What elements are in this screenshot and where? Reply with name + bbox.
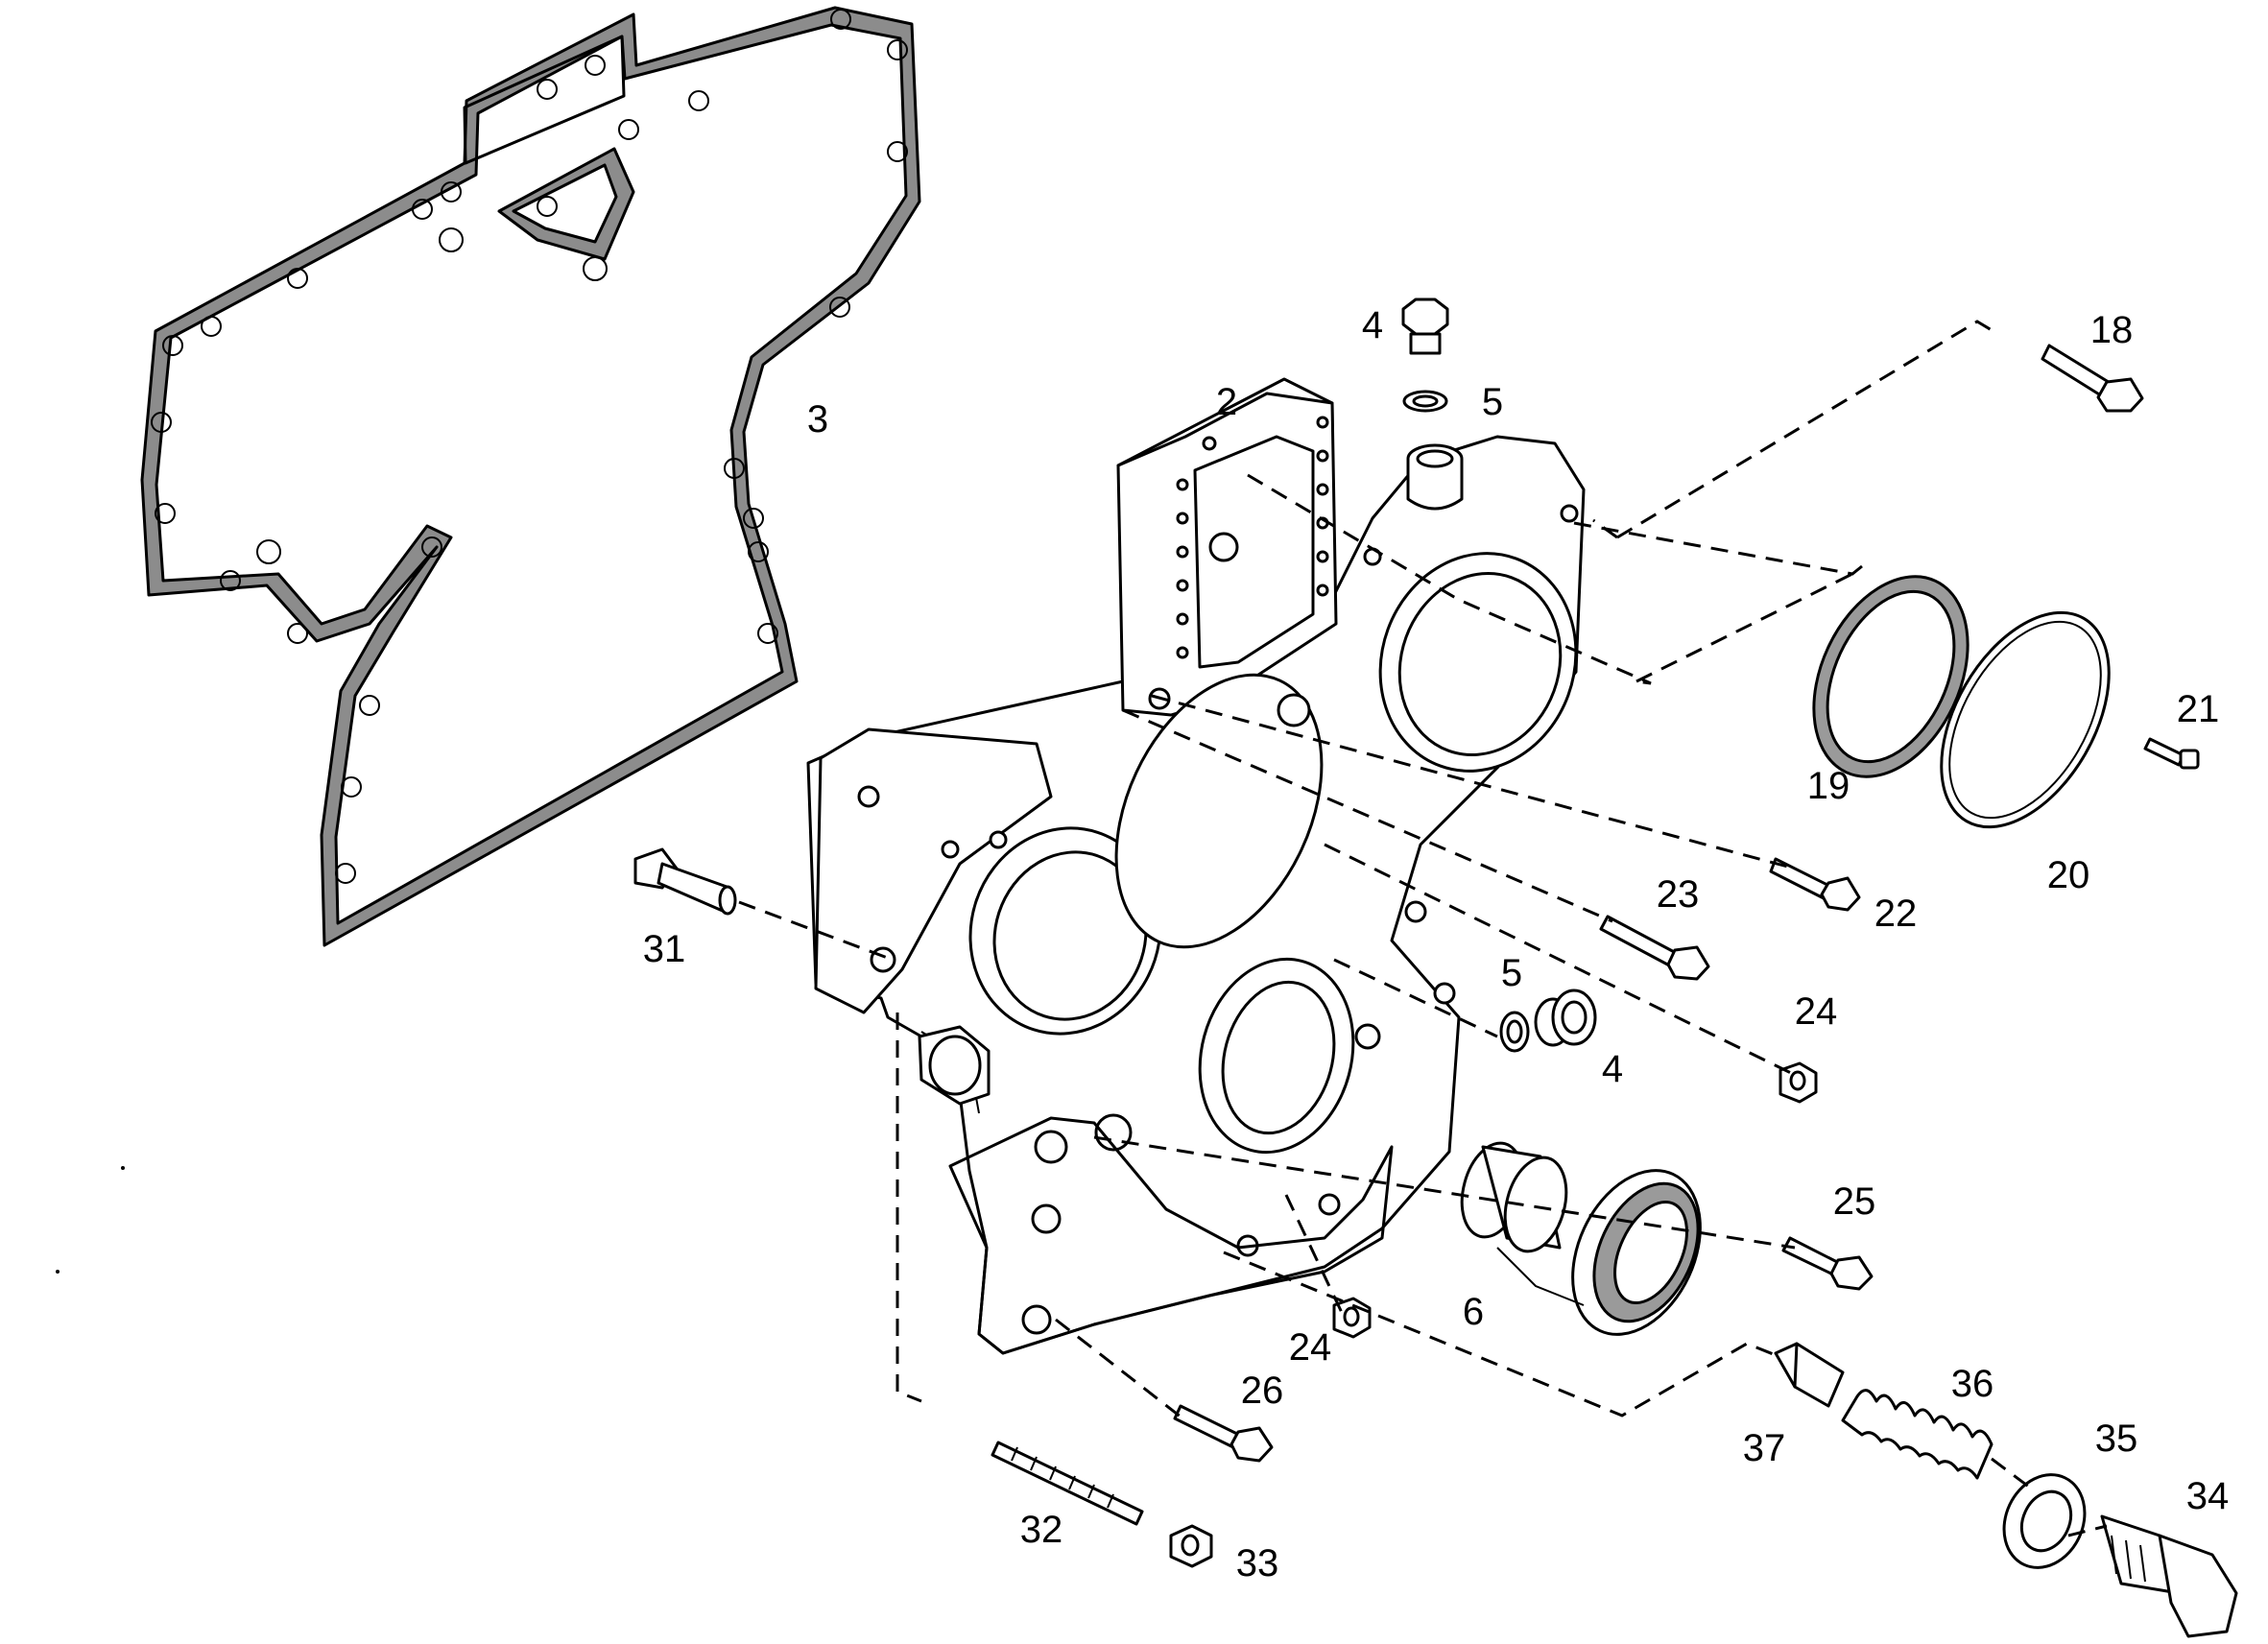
seal-ring-part-19 xyxy=(1812,575,1970,778)
washer-part-35 xyxy=(2002,1473,2087,1569)
callout-31: 31 xyxy=(643,928,686,970)
timing-cover-housing xyxy=(806,377,1586,1355)
callout-19: 19 xyxy=(1807,765,1850,807)
gasket-part-3 xyxy=(140,6,921,947)
callout-labels: 2 3 4 5 18 19 20 21 22 23 5 4 24 31 25 6… xyxy=(643,304,2230,1584)
speck-mark xyxy=(121,1166,125,1170)
washer-part-5-top xyxy=(1402,390,1448,413)
nut-part-33 xyxy=(1169,1524,1213,1568)
cover-plate-part-20 xyxy=(1940,610,2111,829)
callout-26: 26 xyxy=(1241,1370,1284,1412)
bolt-cap-part-4-top xyxy=(1401,298,1449,355)
fitting-part-31 xyxy=(633,847,737,916)
bolt-part-22 xyxy=(1769,857,1861,912)
plug-part-34 xyxy=(2100,1514,2238,1638)
callout-21: 21 xyxy=(2177,688,2220,730)
bolt-part-18 xyxy=(2041,344,2144,413)
callout-22: 22 xyxy=(1874,893,1918,935)
washer-part-5-mid xyxy=(1499,1011,1530,1053)
callout-32: 32 xyxy=(1020,1509,1063,1551)
plunger-part-37 xyxy=(1774,1342,1845,1408)
callout-18: 18 xyxy=(2090,309,2134,351)
stud-part-32 xyxy=(991,1441,1144,1526)
callout-4-mid: 4 xyxy=(1602,1048,1623,1090)
callout-35: 35 xyxy=(2095,1418,2138,1460)
bolt-part-25 xyxy=(1781,1236,1874,1291)
callout-6: 6 xyxy=(1463,1291,1484,1333)
callout-3: 3 xyxy=(807,398,828,441)
nut-part-24-lower xyxy=(1332,1297,1372,1339)
callout-36: 36 xyxy=(1951,1363,1994,1405)
callout-25: 25 xyxy=(1833,1180,1876,1223)
plug-part-4-mid xyxy=(1534,989,1597,1047)
screw-part-21 xyxy=(2143,737,2200,770)
callout-5-mid: 5 xyxy=(1501,952,1522,994)
callout-5-top: 5 xyxy=(1482,381,1503,423)
assembly-leader-lines xyxy=(738,320,2108,1537)
spring-part-36 xyxy=(1841,1389,1993,1480)
speck-mark xyxy=(56,1270,60,1274)
callout-23: 23 xyxy=(1657,873,1700,916)
callout-37: 37 xyxy=(1743,1427,1786,1469)
callout-24-right: 24 xyxy=(1795,990,1838,1033)
callout-2: 2 xyxy=(1216,381,1237,423)
callout-20: 20 xyxy=(2047,854,2090,896)
callout-4-top: 4 xyxy=(1362,304,1383,346)
bolt-part-26 xyxy=(1173,1404,1274,1463)
oil-seal-part-6 xyxy=(1496,1169,1702,1336)
sleeve-part-6 xyxy=(1460,1141,1568,1253)
callout-24-lower: 24 xyxy=(1289,1326,1332,1369)
callout-34: 34 xyxy=(2186,1475,2230,1517)
bolt-part-23 xyxy=(1599,915,1710,981)
callout-33: 33 xyxy=(1236,1542,1279,1584)
